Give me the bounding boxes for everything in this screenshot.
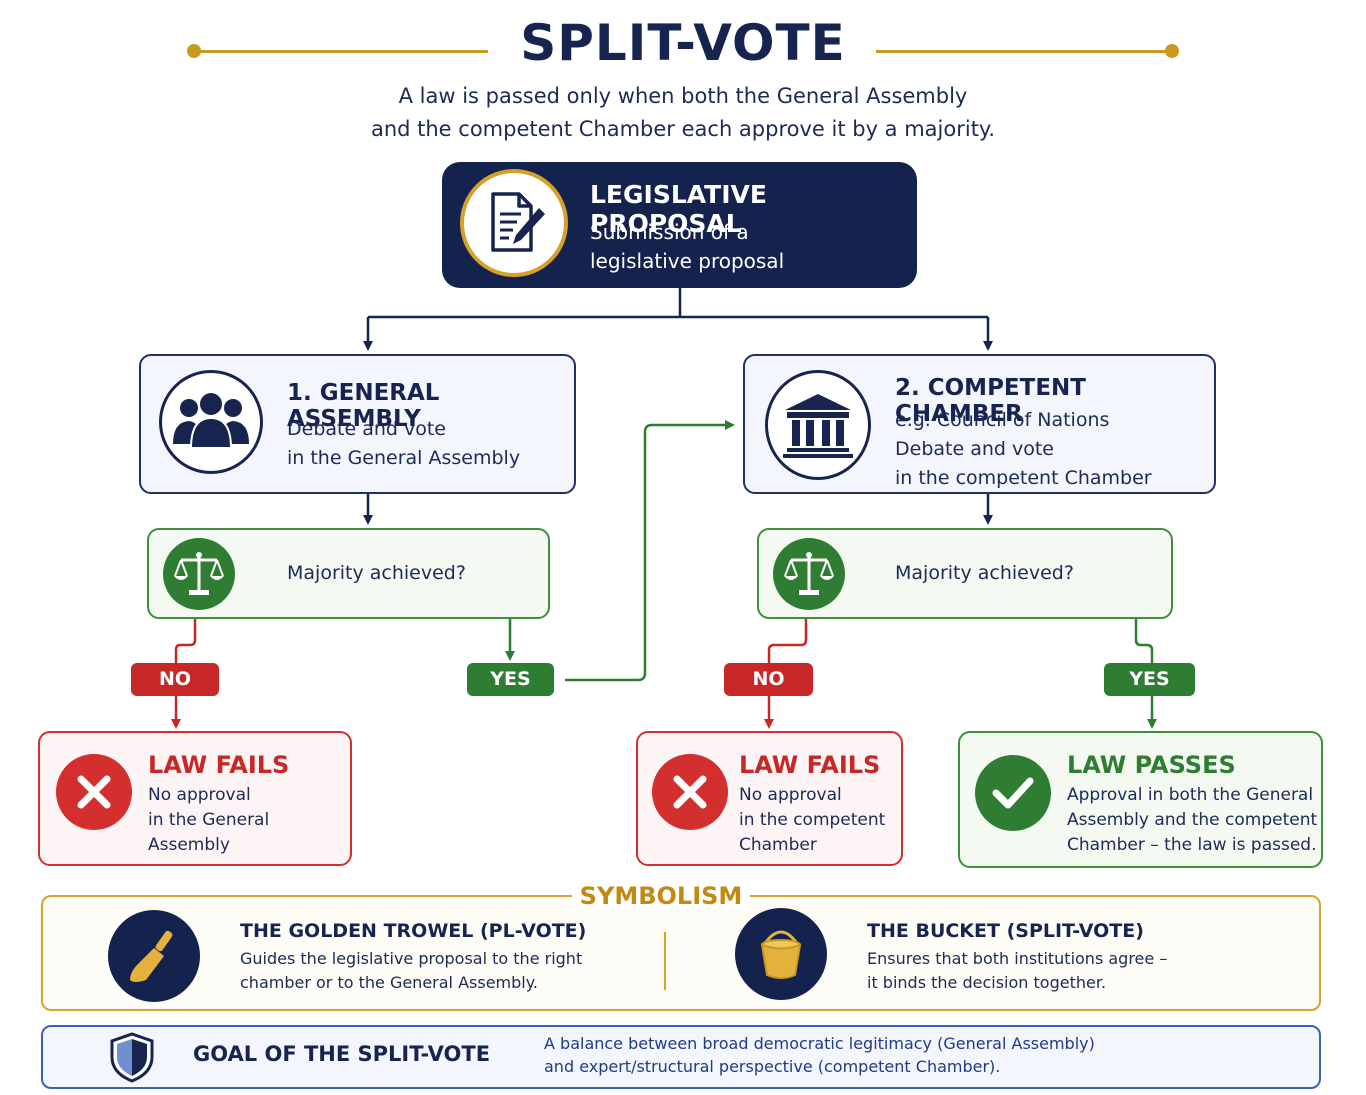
bucket-text-line-2: it binds the decision together. [867, 973, 1107, 992]
legislative-proposal-box: LEGISLATIVE PROPOSAL Submission of a leg… [442, 162, 917, 288]
connector-left-no [174, 619, 197, 664]
pass-title: LAW PASSES [1067, 751, 1236, 779]
chamber-title: 2. COMPETENT CHAMBER [895, 375, 1086, 427]
connector-right-no [767, 619, 808, 664]
badge-right-yes: YES [1104, 663, 1195, 696]
proposal-text-line-2: legislative proposal [590, 249, 785, 273]
title-rule-right-dot [1165, 44, 1179, 58]
symbolism-title: SYMBOLISM [572, 882, 750, 910]
chamber-text-line-1: e.g. Council of Nations [895, 409, 1110, 431]
document-pen-icon [460, 169, 568, 277]
chamber-text-line-2: Debate and vote [895, 438, 1054, 460]
title-rule-left-dot [187, 44, 201, 58]
connector-right-yes [1134, 619, 1154, 664]
fail-assembly-text: No approval in the General Assembly [148, 783, 350, 858]
fail-chamber-text: No approval in the competent Chamber [739, 783, 885, 858]
proposal-text: Submission of a legislative proposal [590, 218, 890, 276]
badge-right-no: NO [724, 663, 813, 696]
general-assembly-box: 1. GENERAL ASSEMBLY Debate and vote in t… [139, 354, 576, 494]
bucket-text: Ensures that both institutions agree – i… [867, 947, 1167, 995]
subtitle-line-2: and the competent Chamber each approve i… [370, 117, 996, 141]
law-passes-box: LAW PASSES Approval in both the General … [958, 731, 1323, 868]
fail-chamber-text-line-2: in the competent [739, 810, 886, 830]
assembly-text-line-2: in the General Assembly [287, 447, 521, 469]
title-rule-right [876, 50, 1172, 53]
decision-right-text: Majority achieved? [895, 562, 1074, 584]
trowel-text-line-1: Guides the legislative proposal to the r… [240, 949, 583, 968]
law-fails-assembly-box: LAW FAILS No approval in the General Ass… [38, 731, 352, 866]
goal-box [41, 1025, 1321, 1089]
competent-chamber-box: 2. COMPETENT CHAMBER e.g. Council of Nat… [743, 354, 1216, 494]
chamber-text-line-3: in the competent Chamber [895, 467, 1152, 489]
shield-icon [106, 1031, 158, 1083]
badge-left-yes: YES [467, 663, 554, 696]
pass-text-line-2: Assembly and the competent [1067, 810, 1318, 830]
pass-text-line-3: Chamber – the law is passed. [1067, 835, 1317, 855]
trowel-icon [108, 910, 200, 1002]
decision-left-box: Majority achieved? [147, 528, 550, 619]
scales-icon [163, 538, 235, 610]
goal-title: GOAL OF THE SPLIT-VOTE [193, 1042, 491, 1066]
assembly-title: 1. GENERAL ASSEMBLY [287, 380, 440, 432]
bucket-icon [735, 908, 827, 1000]
proposal-text-line-1: Submission of a [590, 220, 749, 244]
trowel-text-line-2: chamber or to the General Assembly. [240, 973, 538, 992]
scales-icon [773, 538, 845, 610]
fail-chamber-text-line-1: No approval [739, 785, 842, 805]
badge-left-no: NO [131, 663, 219, 696]
fail-chamber-title: LAW FAILS [739, 751, 881, 779]
x-icon [56, 754, 132, 830]
bucket-title: THE BUCKET (SPLIT-VOTE) [867, 920, 1144, 942]
decision-right-box: Majority achieved? [757, 528, 1173, 619]
page-title: SPLIT-VOTE [520, 14, 846, 72]
assembly-text-line-1: Debate and vote [287, 418, 446, 440]
subtitle-line-1: A law is passed only when both the Gener… [398, 84, 968, 108]
fail-chamber-text-line-3: Chamber [739, 835, 817, 855]
pass-text-line-1: Approval in both the General [1067, 785, 1314, 805]
people-group-icon [159, 370, 263, 474]
goal-text-line-1: A balance between broad democratic legit… [544, 1034, 1095, 1053]
trowel-title: THE GOLDEN TROWEL (PL-VOTE) [240, 920, 587, 942]
trowel-text: Guides the legislative proposal to the r… [240, 947, 582, 995]
goal-text: A balance between broad democratic legit… [544, 1032, 1184, 1078]
law-fails-chamber-box: LAW FAILS No approval in the competent C… [636, 731, 903, 866]
goal-text-line-2: and expert/structural perspective (compe… [544, 1057, 1001, 1076]
x-icon [652, 754, 728, 830]
check-icon [975, 755, 1051, 831]
bucket-text-line-1: Ensures that both institutions agree – [867, 949, 1168, 968]
connector-proposal-split [368, 288, 988, 319]
assembly-text: Debate and vote in the General Assembly [287, 415, 520, 473]
arrow-yes-to-chamber [565, 420, 735, 682]
building-columns-icon [765, 370, 871, 480]
chamber-text: e.g. Council of Nations Debate and vote … [895, 406, 1152, 493]
fail-assembly-text-line-2: in the General Assembly [148, 810, 270, 855]
proposal-title: LEGISLATIVE PROPOSAL [590, 180, 767, 238]
symbolism-box [41, 895, 1321, 1011]
title-rule-left [194, 50, 488, 53]
fail-assembly-title: LAW FAILS [148, 751, 290, 779]
pass-text: Approval in both the General Assembly an… [1067, 783, 1317, 858]
page-subtitle: A law is passed only when both the Gener… [0, 80, 1366, 146]
fail-assembly-text-line-1: No approval [148, 785, 251, 805]
decision-left-text: Majority achieved? [287, 562, 466, 584]
symbolism-divider [664, 932, 666, 990]
